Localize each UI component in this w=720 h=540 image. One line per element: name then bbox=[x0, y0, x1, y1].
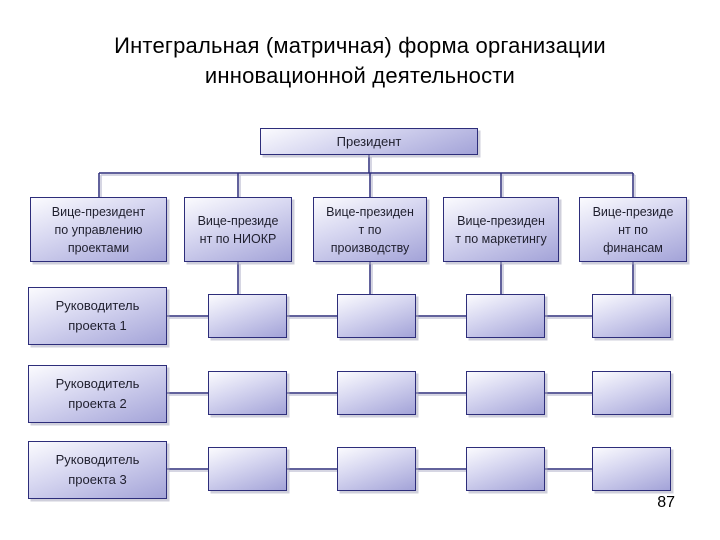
vp-box-marketing: Вице-президен т по маркетингу bbox=[443, 197, 559, 262]
matrix-cell bbox=[466, 447, 545, 491]
vp-label: Вице-президен т по производству bbox=[326, 204, 414, 255]
president-box: Президент bbox=[260, 128, 478, 155]
project-manager-label: Руководитель проекта 1 bbox=[55, 298, 140, 333]
vp-label: Вице-президе нт по НИОКР bbox=[197, 213, 279, 246]
vp-box-finance: Вице-президе нт по финансам bbox=[579, 197, 687, 262]
slide-title: Интегральная (матричная) форма организац… bbox=[114, 33, 606, 88]
vp-box-production: Вице-президен т по производству bbox=[313, 197, 427, 262]
project-manager-box-2: Руководитель проекта 2 bbox=[28, 365, 167, 423]
matrix-cell bbox=[337, 371, 416, 415]
matrix-cell bbox=[592, 371, 671, 415]
vp-label: Вице-президен т по маркетингу bbox=[455, 213, 547, 246]
president-label: Президент bbox=[336, 134, 402, 149]
matrix-cell bbox=[208, 447, 287, 491]
project-manager-label: Руководитель проекта 2 bbox=[55, 376, 140, 411]
matrix-cell bbox=[208, 294, 287, 338]
matrix-cell bbox=[208, 371, 287, 415]
project-manager-label: Руководитель проекта 3 bbox=[55, 452, 140, 487]
project-manager-box-1: Руководитель проекта 1 bbox=[28, 287, 167, 345]
matrix-cell bbox=[592, 294, 671, 338]
page-number: 87 bbox=[657, 494, 675, 511]
project-manager-box-3: Руководитель проекта 3 bbox=[28, 441, 167, 499]
vp-label: Вице-президе нт по финансам bbox=[592, 204, 674, 255]
matrix-cell bbox=[592, 447, 671, 491]
vp-box-project-management: Вице-президент по управлению проектами bbox=[30, 197, 167, 262]
matrix-cell bbox=[337, 447, 416, 491]
matrix-cell bbox=[337, 294, 416, 338]
vp-box-rnd: Вице-президе нт по НИОКР bbox=[184, 197, 292, 262]
matrix-cell bbox=[466, 294, 545, 338]
matrix-cell bbox=[466, 371, 545, 415]
vp-label: Вице-президент по управлению проектами bbox=[51, 204, 146, 255]
